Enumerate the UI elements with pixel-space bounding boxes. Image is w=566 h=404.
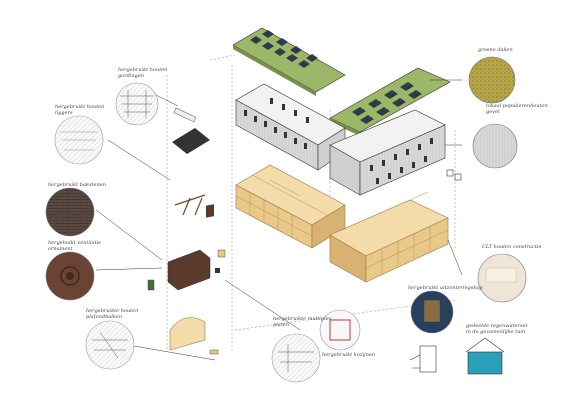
green-roof-left	[232, 27, 346, 96]
label-bakstenen: hergebruikt bakstenen	[48, 182, 106, 188]
facade-block-right	[329, 109, 462, 196]
clt-frame-left	[235, 164, 346, 249]
label-houten-gordingen: hergebruikt houten gordingen	[118, 67, 168, 79]
bakstenen-photo-circle	[45, 187, 95, 237]
label-groene-daken: groene daken	[478, 47, 513, 53]
rainwater-basin	[467, 351, 503, 375]
label-ventilatie-ornament: hergebuikt ventilatie ornament	[48, 240, 102, 252]
facade-block-left	[235, 83, 346, 171]
kozijnen-sketch-circle	[271, 333, 321, 383]
label-multiplex-platen: hergebruikte multiplex platen	[273, 316, 332, 328]
leader-lines	[95, 79, 463, 361]
label-kozijnen: hergebruikt kozijnen	[322, 352, 375, 358]
poplar-facade-photo-circle	[472, 123, 518, 169]
label-houten-liggers: hergebruikt houten liggers	[55, 104, 105, 116]
clt-frame-right	[329, 191, 449, 283]
green-roof-right	[329, 67, 451, 136]
plafondbalken-sketch-circle	[85, 320, 135, 370]
green-roof-photo-circle	[468, 56, 516, 104]
stair-tower-sketch	[409, 345, 437, 373]
label-populierenhout: lokaal populierenhouten gevel	[486, 103, 548, 115]
label-regenwater: gedeelde regenwaterset in de gezamenlijk…	[466, 323, 528, 335]
label-houten-plafondbalken: hergebruikte houten plafondbalken	[86, 308, 139, 320]
label-uitzonteringskap: hergebruikt uitzonteringskap	[408, 285, 483, 291]
label-clt: CLT houten constructie	[482, 244, 542, 250]
reused-elements-column	[147, 107, 226, 355]
